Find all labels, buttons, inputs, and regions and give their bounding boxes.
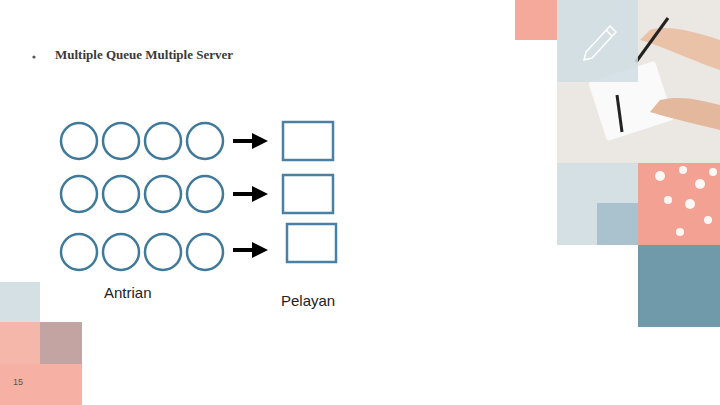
salmon-block xyxy=(0,364,82,405)
bullet xyxy=(32,55,35,58)
pen xyxy=(636,18,668,62)
salmon-block xyxy=(638,163,720,245)
blue-block xyxy=(557,163,638,245)
salmon-block xyxy=(0,322,40,364)
blue-block xyxy=(557,0,638,82)
blue-block xyxy=(0,282,40,322)
photo-ground xyxy=(557,0,720,163)
crumpled-paper xyxy=(655,166,717,236)
queue-circles xyxy=(61,123,223,270)
slate-block xyxy=(638,245,720,327)
server-label: Pelayan xyxy=(281,292,335,309)
queue-arrows xyxy=(233,141,262,250)
slate-block xyxy=(597,203,638,245)
server-boxes xyxy=(283,122,336,262)
queue-label: Antrian xyxy=(104,284,152,301)
page-number: 15 xyxy=(13,377,23,387)
salmon-block xyxy=(515,0,557,40)
pencil-icon xyxy=(584,26,616,60)
pen xyxy=(617,95,622,132)
slide-title: Multiple Queue Multiple Server xyxy=(55,47,233,63)
mauve-block xyxy=(40,322,82,364)
hand xyxy=(640,28,720,70)
hand xyxy=(650,98,720,130)
